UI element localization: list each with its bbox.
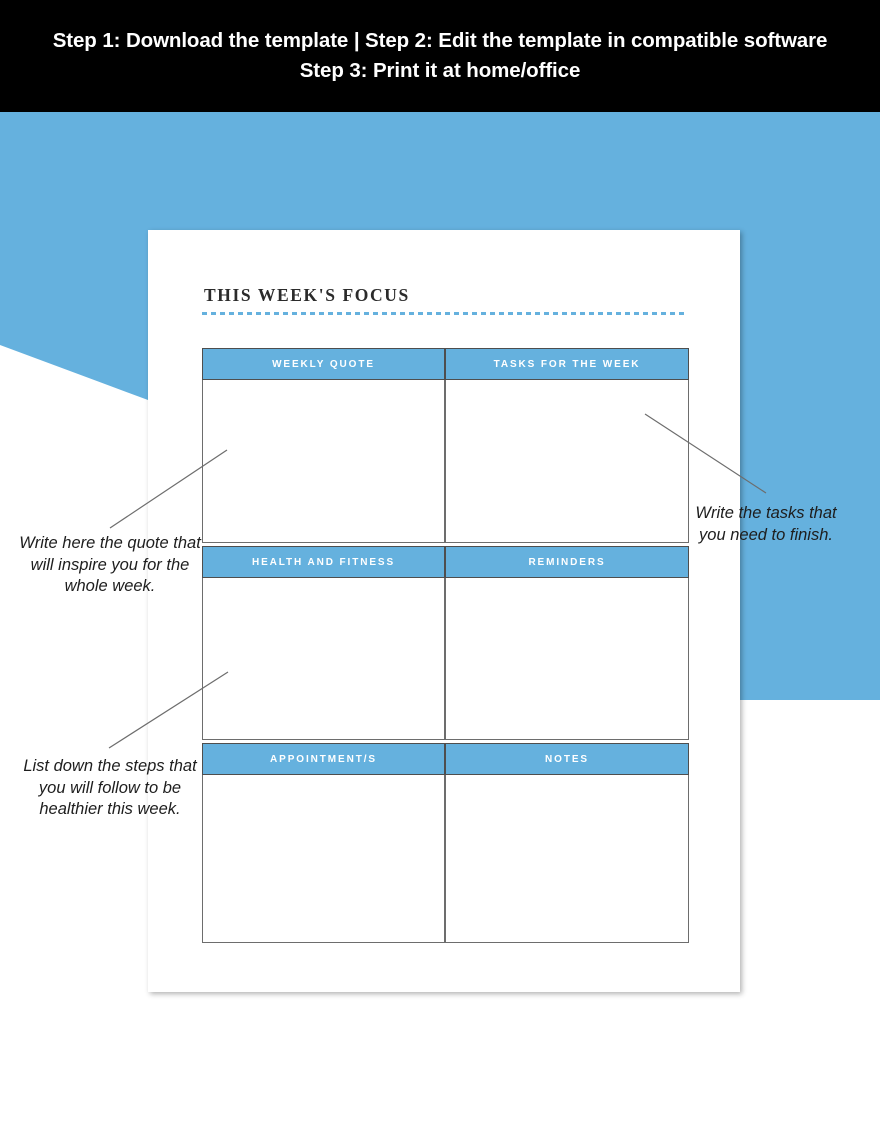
- header-reminders: REMINDERS: [445, 546, 689, 578]
- field-health-and-fitness[interactable]: [202, 578, 445, 740]
- weekly-planner-table: WEEKLY QUOTE HEALTH AND FITNESS APPOINTM…: [202, 348, 689, 943]
- callout-weekly-quote: Write here the quote that will inspire y…: [19, 534, 201, 595]
- header-weekly-quote: WEEKLY QUOTE: [202, 348, 445, 380]
- planner-column-right: TASKS FOR THE WEEK REMINDERS NOTES: [445, 348, 689, 943]
- field-appointments[interactable]: [202, 775, 445, 943]
- field-reminders[interactable]: [445, 578, 689, 740]
- planner-column-left: WEEKLY QUOTE HEALTH AND FITNESS APPOINTM…: [202, 348, 445, 943]
- header-appointments: APPOINTMENT/S: [202, 743, 445, 775]
- title-divider: [202, 312, 688, 315]
- field-tasks-for-the-week[interactable]: [445, 380, 689, 543]
- field-notes[interactable]: [445, 775, 689, 943]
- printable-sheet: THIS WEEK'S FOCUS WEEKLY QUOTE HEALTH AN…: [148, 230, 740, 992]
- banner-line-2: Step 3: Print it at home/office: [299, 59, 581, 82]
- field-weekly-quote[interactable]: [202, 380, 445, 543]
- header-health-and-fitness: HEALTH AND FITNESS: [202, 546, 445, 578]
- callout-health-and-fitness: List down the steps that you will follow…: [23, 757, 197, 818]
- instruction-banner: Step 1: Download the template | Step 2: …: [0, 0, 880, 112]
- page-title: THIS WEEK'S FOCUS: [204, 285, 410, 305]
- header-tasks-for-the-week: TASKS FOR THE WEEK: [445, 348, 689, 380]
- header-notes: NOTES: [445, 743, 689, 775]
- callout-tasks: Write the tasks that you need to finish.: [695, 504, 837, 544]
- banner-line-1: Step 1: Download the template | Step 2: …: [52, 29, 828, 52]
